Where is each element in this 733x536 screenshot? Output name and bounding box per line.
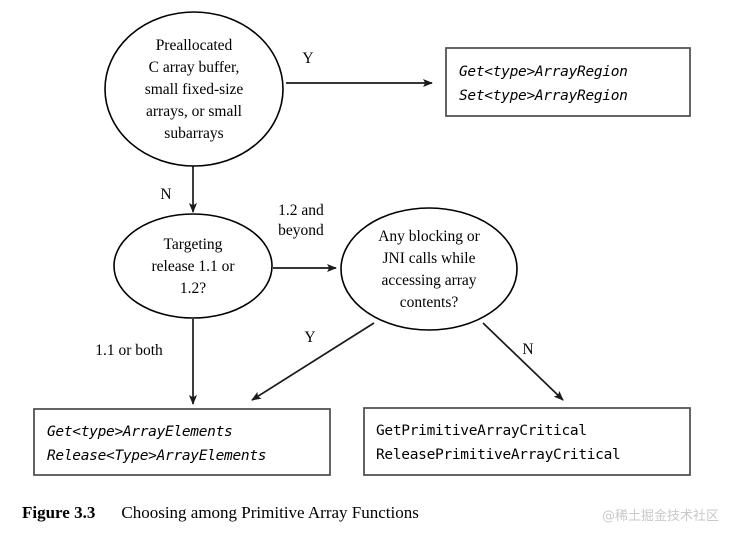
- decision-blocking-line-4: contents?: [400, 294, 459, 311]
- decision-blocking-line-2: JNI calls while: [383, 250, 476, 267]
- node-result-array-region[interactable]: Get<type>ArrayRegion Set<type>ArrayRegio…: [445, 47, 691, 117]
- figure-caption: Figure 3.3 Choosing among Primitive Array…: [22, 503, 419, 523]
- edge-label-blocking-no: N: [522, 341, 533, 358]
- decision-preallocated-shape: [104, 11, 284, 167]
- result-primitive-critical-line-2: ReleasePrimitiveArrayCritical: [376, 447, 620, 463]
- edge-label-release-old: 1.1 or both: [95, 342, 163, 359]
- result-primitive-critical-box: [363, 407, 691, 476]
- edge-preallocated-no: N: [160, 166, 197, 213]
- decision-preallocated-line-1: Preallocated: [156, 37, 233, 54]
- result-array-region-line-2: Set<type>ArrayRegion: [459, 88, 628, 104]
- node-result-array-elements[interactable]: Get<type>ArrayElements Release<Type>Arra…: [33, 408, 331, 476]
- figure-caption-label: Figure 3.3: [22, 503, 96, 522]
- node-decision-preallocated[interactable]: Preallocated C array buffer, small fixed…: [104, 11, 284, 167]
- watermark-text: @稀土掘金技术社区: [601, 509, 719, 524]
- result-array-elements-box: [33, 408, 331, 476]
- edge-label-release-beyond-line1: 1.2 and: [278, 202, 324, 219]
- edge-blocking-no: N: [482, 322, 564, 401]
- edge-label-preallocated-no: N: [160, 186, 171, 203]
- result-primitive-critical-line-1: GetPrimitiveArrayCritical: [376, 423, 587, 439]
- edge-label-preallocated-yes: Y: [302, 50, 313, 67]
- edge-release-beyond: 1.2 and beyond: [273, 202, 337, 272]
- result-array-elements-line-2: Release<Type>ArrayElements: [47, 448, 266, 464]
- decision-release-line-3: 1.2?: [180, 280, 206, 297]
- decision-blocking-line-1: Any blocking or: [378, 228, 480, 245]
- node-result-primitive-critical[interactable]: GetPrimitiveArrayCritical ReleasePrimiti…: [363, 407, 691, 476]
- decision-blocking-line-3: accessing array: [381, 272, 476, 289]
- decision-release-line-1: Targeting: [164, 236, 223, 253]
- result-array-region-box: [445, 47, 691, 117]
- decision-preallocated-line-5: subarrays: [164, 125, 223, 142]
- figure-caption-title: Choosing among Primitive Array Functions: [121, 503, 419, 522]
- decision-release-line-2: release 1.1 or: [151, 258, 235, 275]
- decision-preallocated-line-3: small fixed-size: [145, 81, 244, 98]
- result-array-elements-line-1: Get<type>ArrayElements: [47, 424, 232, 440]
- result-array-region-line-1: Get<type>ArrayRegion: [459, 64, 628, 80]
- edge-label-blocking-yes: Y: [304, 329, 315, 346]
- edge-preallocated-yes: Y: [286, 50, 433, 87]
- decision-release-shape: [113, 213, 273, 319]
- edge-release-old: 1.1 or both: [95, 319, 197, 405]
- node-decision-release[interactable]: Targeting release 1.1 or 1.2?: [113, 213, 273, 319]
- decision-preallocated-line-4: arrays, or small: [146, 103, 242, 120]
- edge-label-release-beyond-line2: beyond: [278, 222, 324, 239]
- node-decision-blocking[interactable]: Any blocking or JNI calls while accessin…: [340, 207, 518, 331]
- decision-preallocated-line-2: C array buffer,: [149, 59, 240, 76]
- edge-blocking-yes: Y: [251, 322, 375, 401]
- decision-blocking-shape: [340, 207, 518, 331]
